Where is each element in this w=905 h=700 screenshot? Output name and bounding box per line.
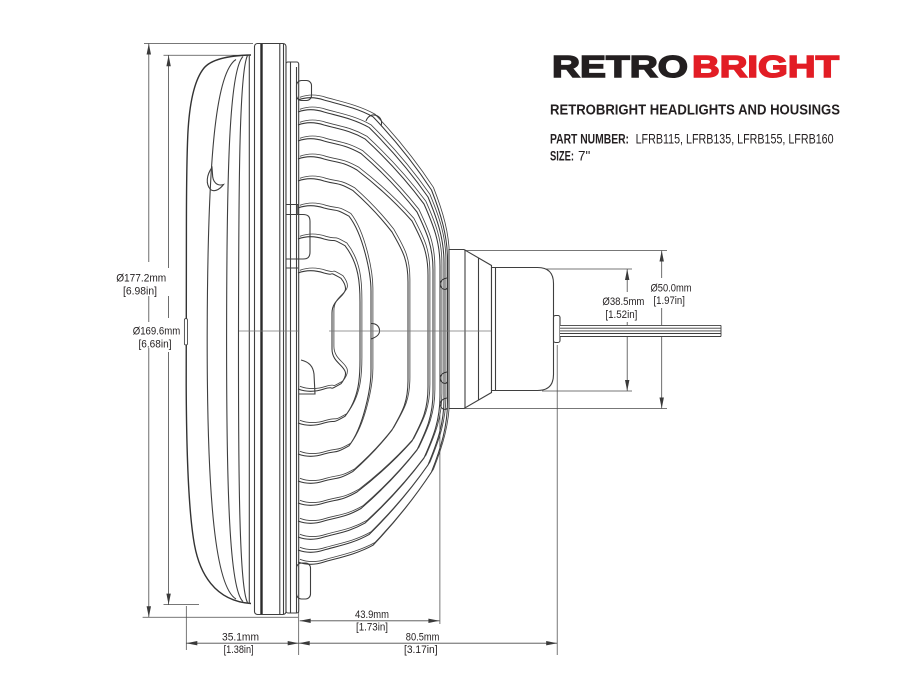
svg-text:80.5mm: 80.5mm [406, 632, 440, 644]
svg-text:[1.97in]: [1.97in] [653, 295, 685, 307]
svg-text:43.9mm: 43.9mm [355, 609, 389, 621]
svg-text:Ø38.5mm: Ø38.5mm [602, 296, 644, 308]
svg-text:[1.73in]: [1.73in] [356, 622, 388, 634]
svg-text:[6.68in]: [6.68in] [139, 339, 172, 351]
svg-text:[6.98in]: [6.98in] [123, 286, 157, 298]
svg-text:[1.52in]: [1.52in] [605, 309, 637, 321]
svg-text:[1.38in]: [1.38in] [224, 644, 254, 656]
svg-text:[3.17in]: [3.17in] [404, 644, 438, 656]
svg-text:Ø169.6mm: Ø169.6mm [133, 326, 181, 338]
svg-text:7": 7" [578, 149, 591, 164]
svg-text:PART NUMBER:: PART NUMBER: [550, 132, 629, 147]
svg-text:BRIGHT: BRIGHT [692, 49, 839, 84]
svg-text:SIZE:: SIZE: [550, 149, 574, 164]
svg-text:LFRB115, LFRB135, LFRB155, LFR: LFRB115, LFRB135, LFRB155, LFRB160 [636, 132, 834, 147]
svg-text:35.1mm: 35.1mm [222, 632, 259, 644]
svg-text:Ø50.0mm: Ø50.0mm [651, 283, 692, 295]
svg-text:RETRO: RETRO [552, 49, 688, 84]
svg-text:Ø177.2mm: Ø177.2mm [116, 273, 166, 285]
svg-text:RETROBRIGHT HEADLIGHTS AND HOU: RETROBRIGHT HEADLIGHTS AND HOUSINGS [550, 103, 840, 119]
